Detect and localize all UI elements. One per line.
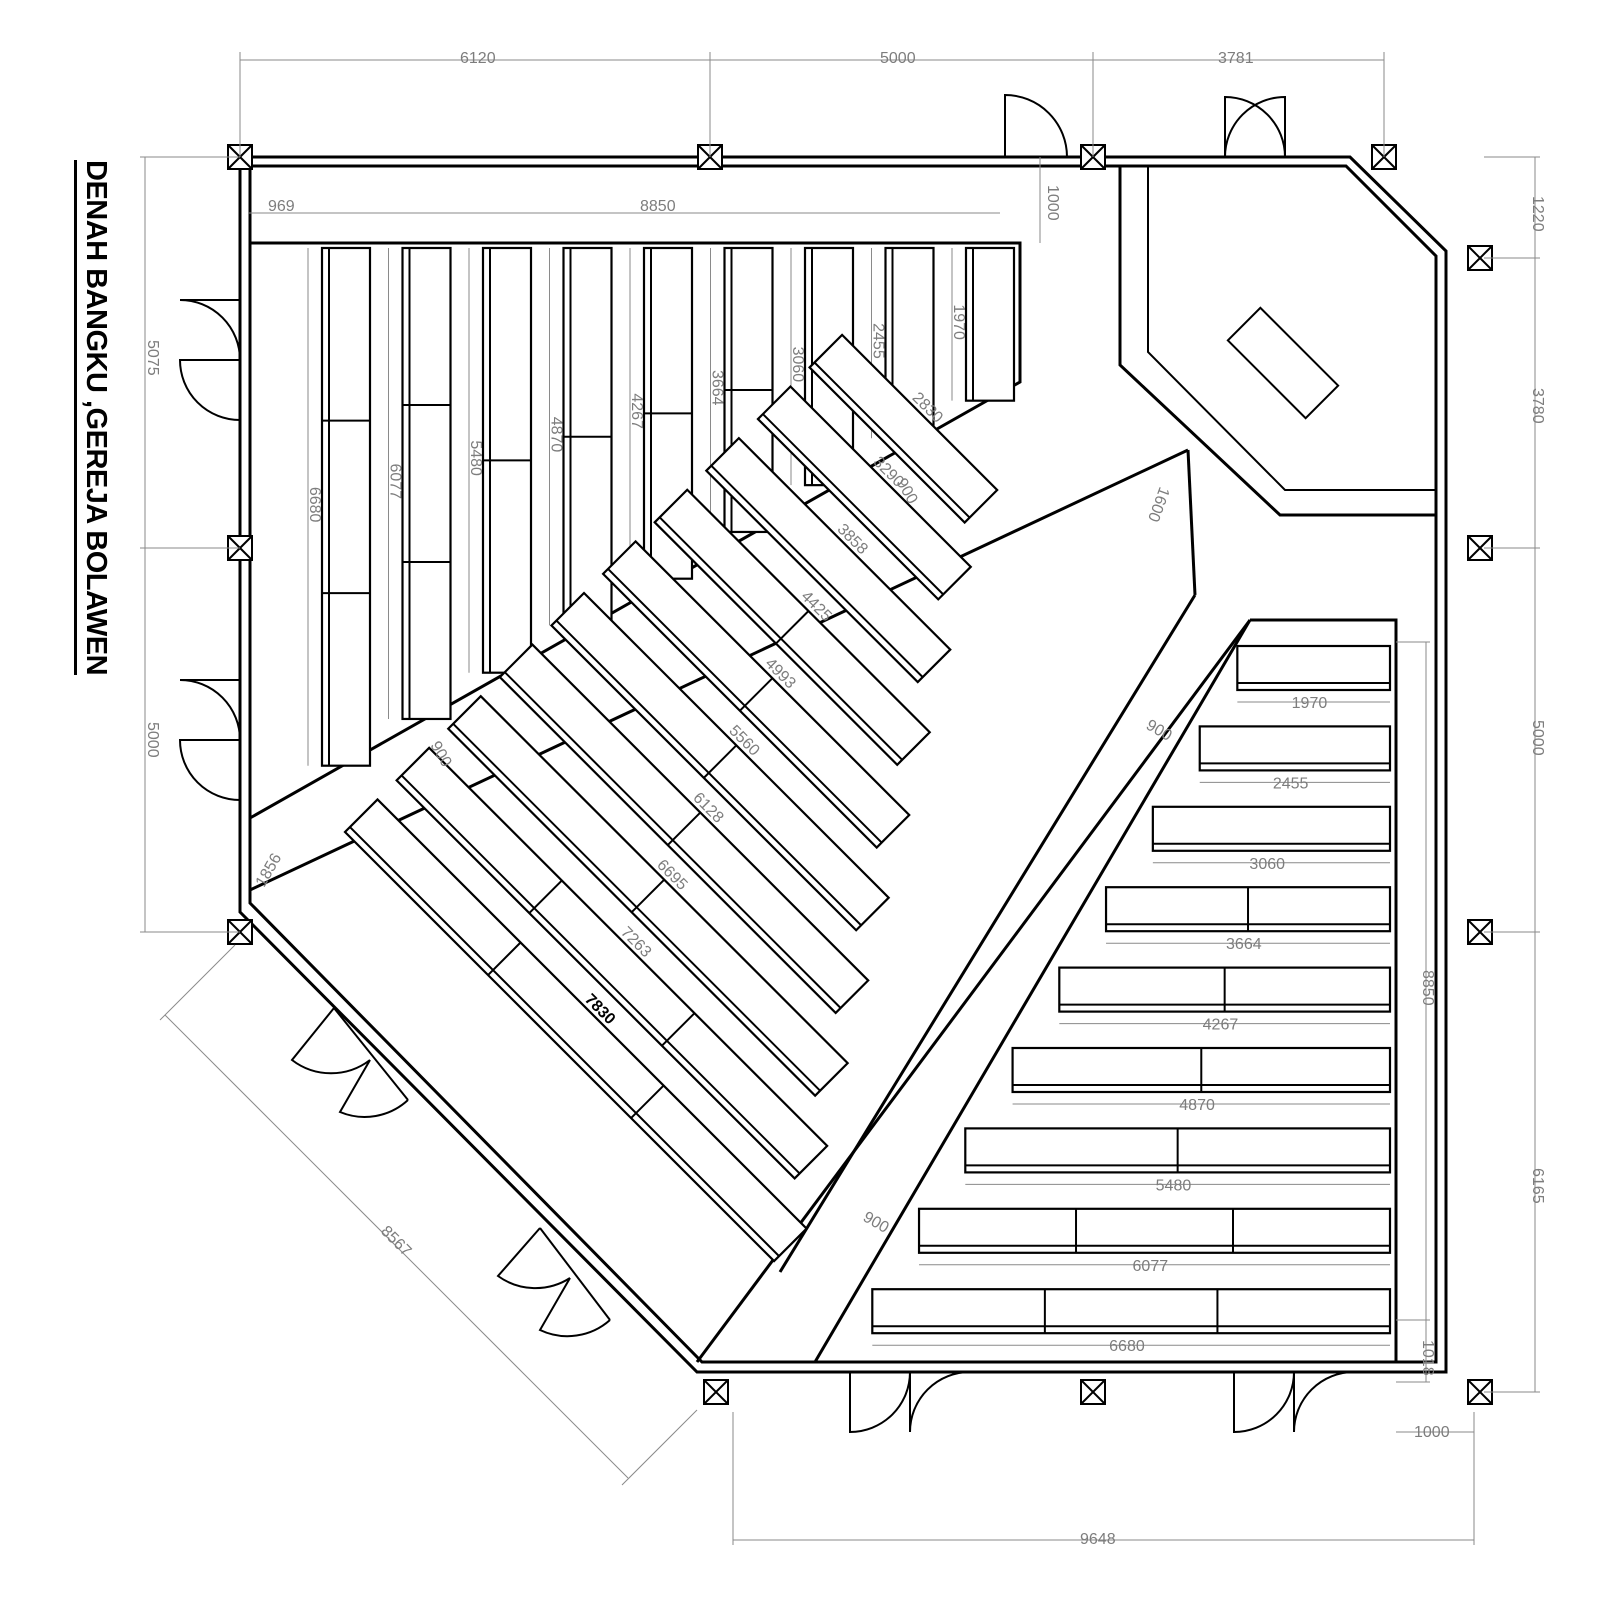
center-bench-div-0-2: [630, 1084, 665, 1119]
dim-center-top: 1600: [1144, 485, 1172, 524]
column-cross-b-4: [1467, 245, 1493, 271]
chancel: [1118, 166, 1436, 517]
left-bench-length-3: 4870: [548, 417, 565, 453]
left-bench-length-2: 5480: [467, 440, 484, 476]
left-bench-length-8: 1970: [950, 304, 967, 340]
center-bench-div-4-1: [703, 744, 738, 779]
center-bench-7: [704, 436, 952, 684]
center-bench-back-9: [813, 361, 971, 519]
dim-left-1: 5075: [144, 340, 161, 376]
dim-left-aisle: 1000: [1044, 185, 1061, 221]
right-bench-length-7: 6077: [1133, 1258, 1169, 1275]
dim-right-2: 3780: [1529, 388, 1546, 424]
left-bench-length-6: 3060: [789, 347, 806, 383]
left-bench-length-0: 6680: [306, 487, 323, 523]
drawing-title-text: DENAH BANGKU ,GEREJA BOLAWEN: [74, 160, 112, 676]
dim-top-3: 3781: [1218, 50, 1254, 67]
dim-right-4: 6165: [1529, 1168, 1546, 1204]
column-cross-b-9: [703, 1379, 729, 1405]
door-diag-2: [496, 1227, 571, 1290]
center-bench-div-3-1: [667, 811, 701, 846]
door-diag-1b: [338, 1059, 409, 1118]
center-bench-div-6-1: [775, 610, 810, 645]
center-bench-8: [756, 384, 973, 601]
dim-right-depth: 8850: [1419, 970, 1436, 1006]
center-bench-back-7: [710, 465, 924, 678]
column-cross-b-8: [1080, 1379, 1106, 1405]
door-top-right: [1224, 95, 1286, 158]
outer-walls: [238, 155, 1448, 1374]
right-bench-length-5: 4870: [1179, 1097, 1215, 1114]
center-benches: [343, 333, 999, 1263]
center-bench-div-0-1: [487, 941, 522, 976]
right-bench-length-2: 3060: [1249, 856, 1285, 873]
left-bench-length-4: 4267: [628, 393, 645, 429]
dim-bottom: 9648: [1080, 1531, 1116, 1548]
right-zone: [1250, 618, 1398, 1362]
right-bench-length-8: 6680: [1109, 1338, 1145, 1355]
right-benches: [871, 644, 1392, 1346]
column-cross-b-5: [1467, 535, 1493, 561]
right-bench-length-6: 5480: [1156, 1177, 1192, 1194]
door-left-1: [179, 299, 241, 361]
center-bench-div-1-2: [661, 1012, 696, 1047]
column-cross-b-6: [1467, 919, 1493, 945]
left-bench-length-5: 3664: [709, 370, 726, 406]
left-bench-length-1: 6077: [387, 463, 404, 499]
dim-left-margin: 969: [268, 198, 295, 215]
dim-aisle-4: 900: [860, 1209, 892, 1237]
doors: [178, 93, 1355, 1434]
dimension-lines: [140, 52, 1540, 1545]
center-bench-div-1-1: [528, 879, 563, 914]
dim-right-1: 1220: [1529, 196, 1546, 232]
center-bench-back-1: [400, 774, 801, 1175]
dim-left-2: 5000: [144, 722, 161, 758]
door-left-1b: [178, 359, 241, 421]
dim-bottom-right: 1000: [1414, 1424, 1450, 1441]
column-cross-b-7: [1467, 1379, 1493, 1405]
center-bench-back-8: [762, 413, 944, 596]
door-left-2b: [178, 739, 241, 801]
dim-aisle-bottom-left: 1856: [253, 851, 286, 890]
door-bottom-1b: [909, 1371, 971, 1433]
right-bench-length-1: 2455: [1273, 775, 1309, 792]
dim-right-gap: 1018: [1419, 1340, 1436, 1376]
altar-table: [1226, 306, 1340, 420]
right-bench-length-0: 1970: [1292, 695, 1328, 712]
door-top-left: [1004, 93, 1068, 158]
dim-left-width: 8850: [640, 198, 676, 215]
dim-top-2: 5000: [880, 50, 916, 67]
dim-diagonal: 8567: [377, 1223, 414, 1260]
dim-top-1: 6120: [460, 50, 496, 67]
left-bench-length-7: 2455: [870, 323, 887, 359]
right-bench-length-3: 3664: [1226, 936, 1262, 953]
door-left-2: [179, 679, 241, 741]
door-bottom-1: [849, 1371, 911, 1434]
columns: [227, 144, 1493, 1405]
drawing-title: DENAH BANGKU ,GEREJA BOLAWEN: [60, 160, 120, 720]
center-bench-9: [808, 333, 999, 525]
dim-right-3: 5000: [1529, 720, 1546, 756]
center-bench-div-5-1: [739, 677, 774, 712]
center-bench-back-0: [349, 826, 780, 1257]
door-diag-2b: [538, 1277, 611, 1338]
door-diag-1: [290, 1007, 371, 1075]
door-top-right-b: [1224, 95, 1286, 158]
door-bottom-2b: [1293, 1371, 1355, 1433]
right-bench-length-4: 4267: [1203, 1017, 1239, 1034]
center-bench-div-2-1: [630, 878, 665, 913]
door-bottom-2: [1233, 1371, 1295, 1434]
